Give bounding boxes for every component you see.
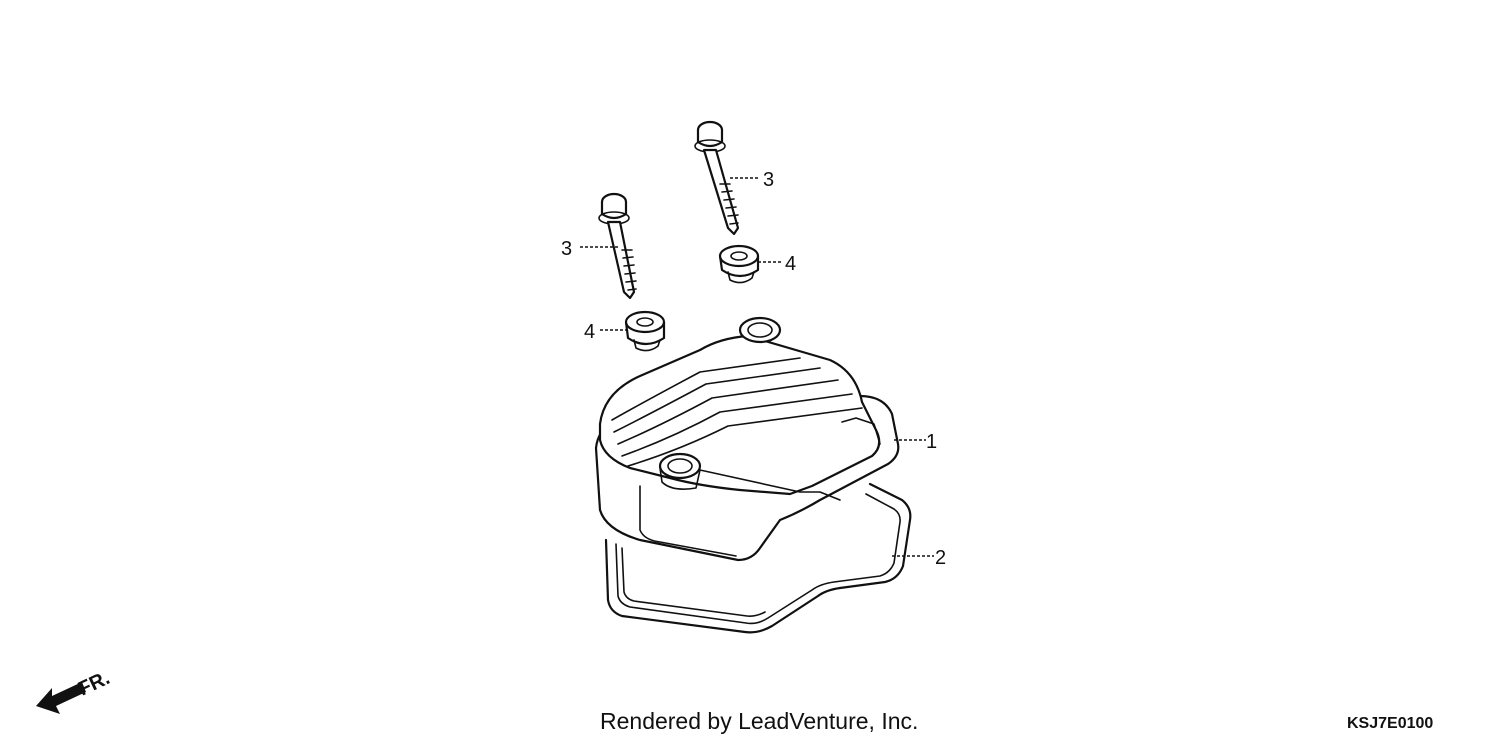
front-direction-arrow-icon: FR. — [36, 667, 113, 714]
rendered-by-credit: Rendered by LeadVenture, Inc. — [600, 708, 919, 734]
grommet-part-4-left[interactable] — [624, 310, 666, 352]
diagram-code: KSJ7E0100 — [1347, 715, 1434, 732]
grommet-part-4-right[interactable] — [718, 244, 760, 284]
callout-3-right[interactable]: 3 — [763, 169, 774, 191]
bolt-part-3-right[interactable] — [694, 120, 740, 236]
head-cover-part-1[interactable] — [594, 316, 900, 562]
callout-4-right[interactable]: 4 — [785, 253, 796, 275]
front-direction-label: FR. — [75, 667, 113, 701]
callout-2[interactable]: 2 — [935, 547, 946, 569]
callout-1[interactable]: 1 — [926, 431, 937, 453]
callout-3-left[interactable]: 3 — [561, 238, 572, 260]
callout-4-left[interactable]: 4 — [584, 321, 595, 343]
gasket-part-2[interactable] — [604, 482, 912, 634]
bolt-part-3-left[interactable] — [598, 192, 637, 300]
